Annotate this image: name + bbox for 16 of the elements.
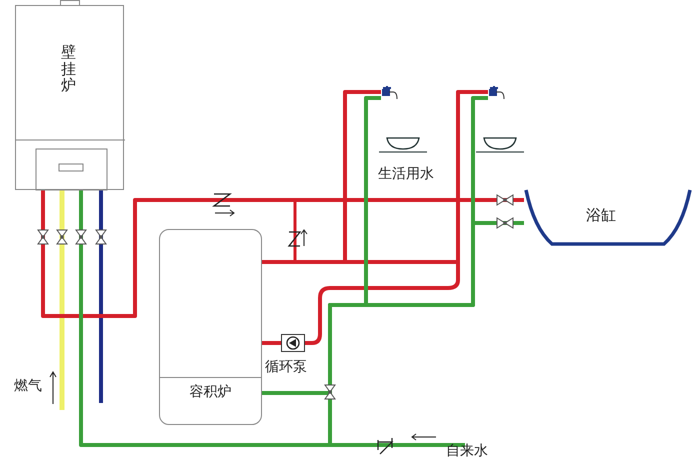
circulation-pump [281, 334, 305, 352]
pipe [79, 190, 332, 447]
pipe [41, 190, 524, 318]
text-label: 燃气 [14, 377, 42, 396]
tank-label: 容积炉 [188, 383, 232, 402]
text-label: 自来水 [446, 442, 488, 461]
text-label: 生活用水 [378, 165, 434, 184]
bathtub-label: 浴缸 [586, 205, 616, 226]
storage-tank [159, 229, 262, 425]
boiler-label: 壁挂炉 [61, 44, 76, 94]
faucet-icon [381, 85, 398, 101]
bathtub [524, 188, 694, 248]
wall-boiler [15, 5, 124, 190]
pipe [262, 341, 281, 345]
faucet-icon [488, 85, 505, 101]
pump-label: 循环泵 [265, 358, 307, 377]
